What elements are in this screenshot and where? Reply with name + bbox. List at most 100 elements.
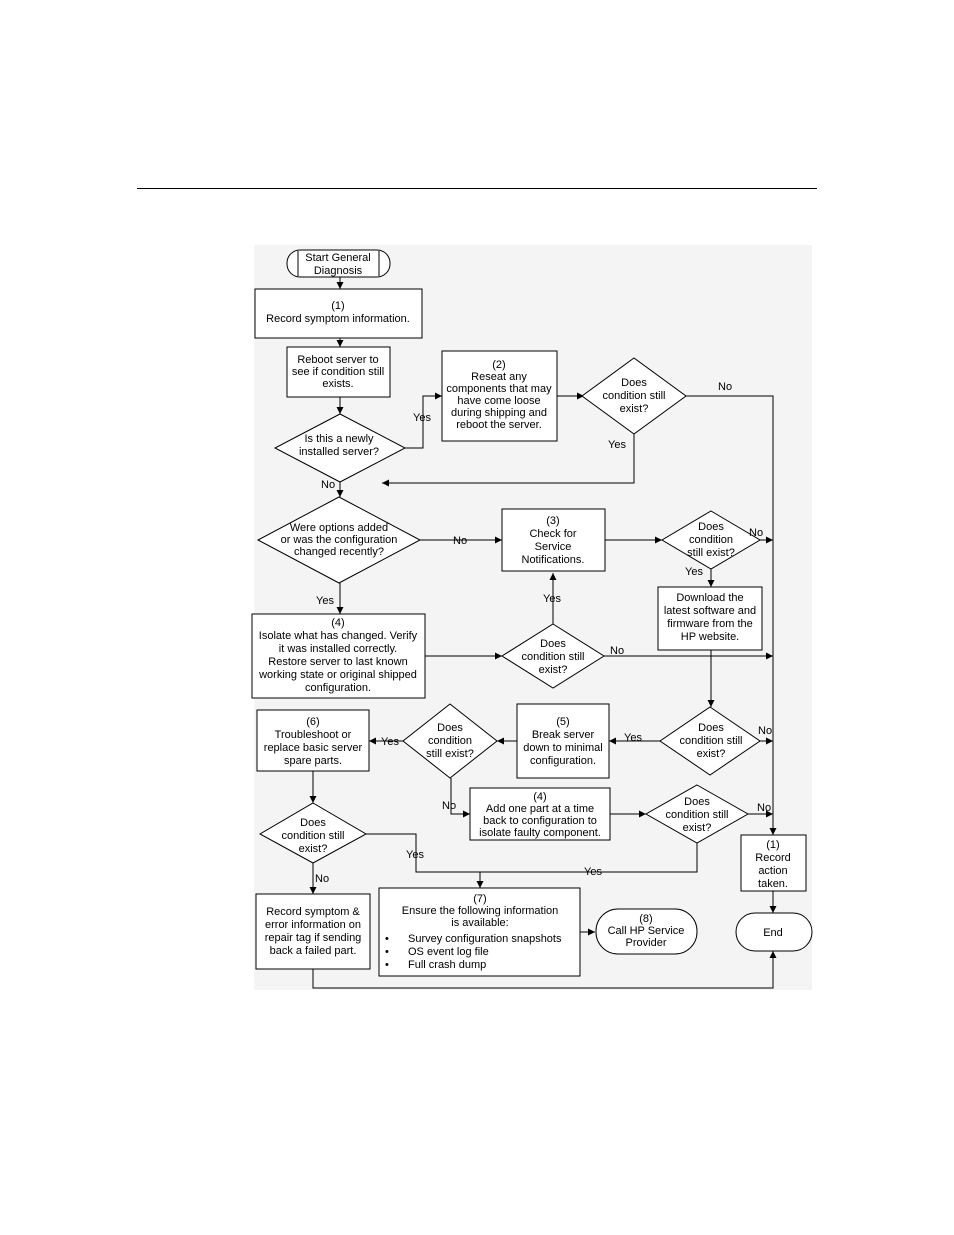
label-yes-options: Yes [316,595,334,607]
node-label-service-notif-line-4: Notifications. [522,554,585,566]
node-label-start-line-2: Diagnosis [314,265,363,277]
header-rule [137,188,817,189]
node-label-dec-troubleshoot-line-1: Does [300,817,326,829]
record-tag-box [255,893,371,970]
node-label-troubleshoot-line-3: replace basic server [264,742,363,754]
service-notifications-box [501,508,606,572]
edge-addpart-yes [480,843,698,873]
label-yes-newly-installed: Yes [413,412,431,424]
label-yes-download: Yes [624,732,642,744]
node-label-reboot-line-2: see if condition still [292,366,384,378]
label-no-reseat: No [718,381,732,393]
newly-installed-decision [273,413,407,483]
node-label-reseat-line-2: Reseat any [471,371,527,383]
node-label-isolate-line-5: working state or original shipped [258,669,417,681]
node-label-reseat-line-1: (2) [492,359,505,371]
node-label-dec-download-line-1: Does [698,722,724,734]
node-label-dec-addpart-line-2: condition still [666,809,729,821]
node-label-end-line-1: End [763,927,783,939]
node-label-dec-minimal-line-1: Does [437,722,463,734]
label-no-newly-installed: No [321,479,335,491]
node-label-dec-new-line-1: Is this a newly [304,433,374,445]
shapes [251,249,813,977]
node-label-isolate-line-6: configuration. [305,682,371,694]
node-label-record-action-line-1: (1) [766,839,779,851]
label-yes-notifications: Yes [685,566,703,578]
node-label-record-tag-line-1: Record symptom & [266,906,360,918]
label-yes-add-part: Yes [584,866,602,878]
node-label-reboot-line-3: exists. [322,378,353,390]
node-label-break-line-1: (5) [556,716,569,728]
node-label-add-part-line-1: (4) [533,791,546,803]
add-part-decision [644,784,750,844]
label-no-minimal: No [442,800,456,812]
node-label-dec-options-line-3: changed recently? [294,546,384,558]
node-label-isolate-line-4: Restore server to last known [268,656,407,668]
label-no-options: No [453,535,467,547]
options-decision [256,496,422,584]
label-yes-reseat: Yes [608,439,626,451]
node-label-break-line-4: configuration. [530,755,596,767]
bullet-marker: • [385,959,389,971]
node-label-dec-troubleshoot-line-2: condition still [282,830,345,842]
node-label-service-notif-line-2: Check for [529,528,576,540]
node-label-break-line-3: down to minimal [523,742,602,754]
node-label-troubleshoot-line-4: spare parts. [284,755,342,767]
reboot-box [286,346,391,398]
add-part-box [469,787,611,841]
label-no-notifications: No [749,527,763,539]
node-label-dec-new-line-2: installed server? [299,446,379,458]
notifications-decision [661,510,761,570]
node-label-add-part-line-2: Add one part at a time [486,803,594,815]
node-label-reboot-line-1: Reboot server to [297,354,378,366]
node-label-break-line-2: Break server [532,729,595,741]
node-label-dec-troubleshoot-line-3: exist? [299,843,328,855]
troubleshoot-box [256,709,370,772]
node-label-troubleshoot-line-1: (6) [306,716,319,728]
node-label-dec-download-line-3: exist? [697,748,726,760]
node-label-dec-options-line-1: Were options added [290,522,388,534]
node-label-dec-notif-line-2: condition [689,534,733,546]
node-label-dec-addpart-line-1: Does [684,796,710,808]
node-label-dec-notif-line-3: still exist? [687,547,735,559]
node-label-isolate-line-2: Isolate what has changed. Verify [259,630,418,642]
node-label-troubleshoot-line-2: Troubleshoot or [275,729,352,741]
ensure-info-box [378,887,581,977]
node-label-ensure-line-3: is available: [451,917,508,929]
ensure-bullet-item: OS event log file [408,946,489,958]
troubleshoot-decision [258,802,368,864]
node-label-add-part-line-4: isolate faulty component. [479,827,601,839]
node-label-reseat-line-6: reboot the server. [456,419,542,431]
ensure-bullet-list: •Survey configuration snapshots•OS event… [385,933,562,971]
edge-reseat-no-to-record-action [686,395,777,835]
node-label-download-line-1: Download the [676,592,743,604]
download-box [657,586,763,651]
download-decision [659,706,761,776]
node-label-dec-isolate-line-3: exist? [539,664,568,676]
node-label-dec-reseat-line-2: condition still [603,390,666,402]
node-label-reseat-line-5: during shipping and [451,407,547,419]
label-yes-isolate: Yes [543,593,561,605]
label-no-isolate: No [610,645,624,657]
node-label-record-symptom-line-2: Record symptom information. [266,313,410,325]
edge-labels: Yes No Yes No No No Yes Yes Yes No Yes N… [315,381,772,885]
node-label-reseat-line-4: have come loose [457,395,540,407]
bullet-marker: • [385,933,389,945]
node-label-download-line-2: latest software and [664,605,756,617]
node-label-download-line-3: firmware from the [667,618,753,630]
node-label-dec-minimal-line-3: still exist? [426,748,474,760]
label-no-download: No [758,725,772,737]
label-yes-troubleshoot: Yes [406,849,424,861]
node-label-record-tag-line-2: error information on [265,919,361,931]
node-label-dec-notif-line-1: Does [698,521,724,533]
end-terminator [735,912,813,952]
node-label-dec-reseat-line-3: exist? [620,403,649,415]
label-no-add-part: No [757,802,771,814]
edge-troubleshoot-yes-to-ensure [366,833,484,888]
isolate-box [251,613,426,699]
node-label-download-line-4: HP website. [681,631,740,643]
isolate-decision [501,623,605,689]
edge-reseat-yes-back [382,434,635,487]
node-label-isolate-line-3: it was installed correctly. [279,643,397,655]
